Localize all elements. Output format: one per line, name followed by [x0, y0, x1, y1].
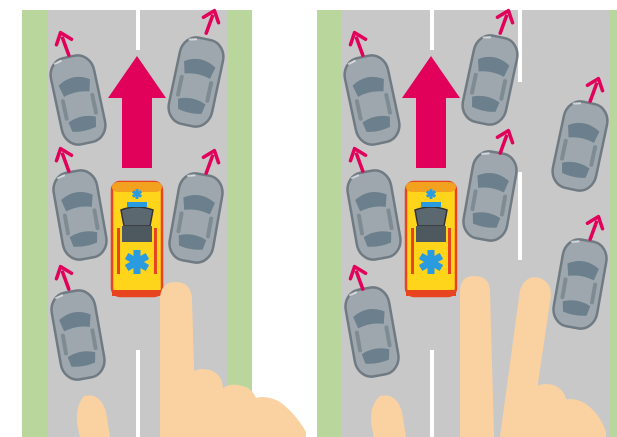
- lane-marking: [430, 350, 434, 437]
- lane-marking: [430, 10, 434, 50]
- lane-marking: [518, 10, 522, 82]
- up-arrow-icon: [402, 56, 460, 168]
- right-verge: [228, 10, 252, 437]
- right-panel: [317, 6, 617, 437]
- right-verge: [610, 10, 617, 437]
- lane-marking: [136, 350, 140, 437]
- ambulance: [110, 180, 164, 298]
- left-panel: [22, 6, 306, 437]
- left-verge: [22, 10, 48, 437]
- hand-two-fingers: [371, 276, 606, 437]
- up-arrow-icon: [108, 56, 166, 168]
- ambulance: [404, 180, 458, 298]
- lane-marking: [136, 10, 140, 50]
- left-verge: [317, 10, 341, 437]
- lane-marking: [518, 172, 522, 260]
- hand-index-finger: [76, 282, 306, 437]
